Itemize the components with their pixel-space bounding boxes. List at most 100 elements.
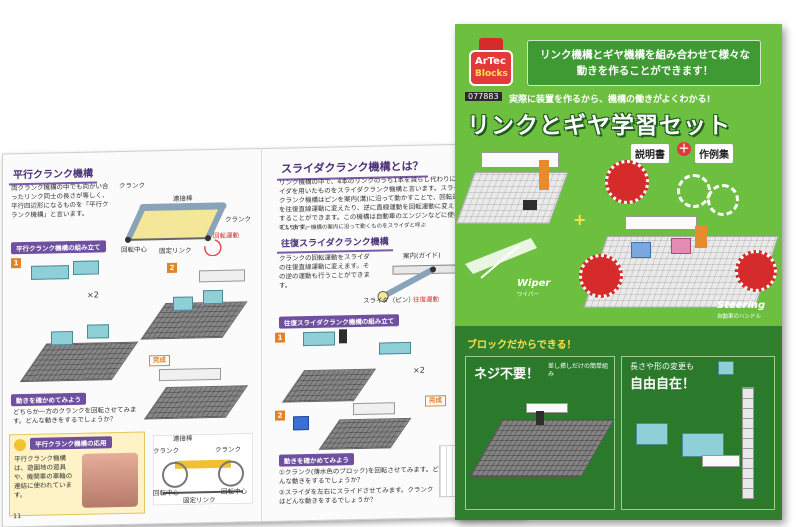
left-page-number: 11 bbox=[13, 512, 22, 521]
right-sub-text: クランクの回転運動をスライダの往復直線運動に変えます。その逆の運動も行うことがで… bbox=[279, 252, 370, 290]
panel2-block-a bbox=[636, 423, 668, 445]
instruction-manual: 平行クランク機構 両クランク機構の中でも向かい合ったリンク同士の長さが等しく、平… bbox=[2, 142, 524, 527]
app-label-center-a: 回転中心 bbox=[153, 488, 179, 498]
link-bar-piece bbox=[199, 269, 245, 283]
base-plate bbox=[143, 385, 249, 420]
panel1-link-bar bbox=[526, 403, 568, 413]
left-done-label: 完成 bbox=[149, 354, 170, 367]
manual-right-page: スライダクランク機構とは？ リンク機構の中で、4本のリンクのうち1本を減らし代わ… bbox=[263, 144, 524, 521]
wiper-orange-block bbox=[539, 160, 549, 190]
block-piece bbox=[31, 265, 69, 280]
amusement-ride-photo bbox=[82, 452, 138, 508]
block-piece bbox=[87, 324, 109, 339]
steering-blue-block bbox=[631, 242, 651, 258]
slider-crank-diagram bbox=[377, 264, 463, 302]
product-code: 077883 bbox=[465, 92, 502, 101]
left-step2-number: 2 bbox=[167, 262, 177, 274]
panel-flexible: 長さや形の変更も 自由自在！ bbox=[621, 356, 775, 510]
right-move-bar: 動きを確かめてみよう bbox=[279, 453, 354, 467]
block-piece bbox=[73, 260, 99, 275]
wiper-sub-label: ワイパー bbox=[517, 292, 539, 298]
right-multiplier: ×2 bbox=[413, 365, 425, 375]
slider-label-guide: 案内(ガイド) bbox=[403, 251, 441, 261]
app-label-center-b: 回転中心 bbox=[221, 487, 247, 496]
app-label-rod: 連接棒 bbox=[173, 434, 193, 443]
product-title: リンクとギヤ学習セット bbox=[467, 113, 731, 139]
bottom-section: ブロックだからできる！ ネジ不要！ 差し挿しだけの簡単組み 長さや形の変更も 自… bbox=[455, 326, 782, 520]
left-move-text: どちらか一方のクランクを回転させてみます。どんな動きをするでしょうか？ bbox=[13, 405, 137, 426]
panel-no-screws: ネジ不要！ 差し挿しだけの簡単組み bbox=[465, 356, 615, 510]
wiper-pin bbox=[523, 200, 537, 210]
left-move-bar: 動きを確かめてみよう bbox=[11, 392, 86, 407]
badge-manual: 説明書 bbox=[631, 144, 669, 163]
app-label-fixed: 固定リンク bbox=[183, 495, 216, 505]
panel2-title-a: 長さや形の変更も bbox=[630, 362, 694, 371]
lightbulb-icon bbox=[14, 438, 26, 452]
slider-label-reciprocating: 往復運動 bbox=[413, 295, 439, 304]
diagram-label-rotation: 回転運動 bbox=[213, 231, 239, 241]
parallel-crank-diagram bbox=[125, 202, 227, 257]
red-gear-top bbox=[605, 160, 649, 204]
manual-left-page: 平行クランク機構 両クランク機構の中でも向かい合ったリンク同士の長さが等しく、平… bbox=[3, 149, 262, 527]
diagram-label-crank-left: クランク bbox=[119, 181, 145, 191]
app-label-crank-b: クランク bbox=[215, 445, 241, 455]
right-step2-number: 2 bbox=[275, 410, 285, 421]
steering-model bbox=[579, 200, 779, 314]
wiper-illustration bbox=[465, 238, 537, 279]
app-label-crank-a: クランク bbox=[153, 446, 179, 456]
diagram-label-center: 回転中心 bbox=[121, 245, 147, 254]
wiper-label: Wiper bbox=[517, 278, 551, 289]
block-piece bbox=[293, 416, 309, 431]
panel2-link-bar bbox=[702, 455, 740, 467]
steering-orange-block bbox=[695, 226, 707, 248]
subline-text: 実際に装置を作るから、機構の働きがよくわかる! bbox=[509, 95, 711, 105]
left-assembly-bar: 平行クランク機構の組み立て bbox=[11, 240, 106, 255]
logo-text-artec: ArTec bbox=[475, 56, 506, 67]
application-diagram bbox=[153, 433, 253, 506]
bottom-banner: ブロックだからできる！ bbox=[467, 340, 577, 351]
block-piece bbox=[173, 296, 193, 311]
steering-link-bar bbox=[625, 216, 697, 230]
application-box: 平行クランク機構の応用 平行クランク機構は、遊園地の遊具や、機関車の車輪の連結に… bbox=[9, 431, 145, 517]
right-step1-number: 1 bbox=[275, 332, 285, 343]
block-piece bbox=[379, 341, 411, 355]
panel1-plate bbox=[469, 419, 615, 477]
red-gear-left bbox=[579, 254, 623, 298]
link-bar-piece bbox=[159, 367, 221, 382]
panel2-title-b: 自由自在！ bbox=[630, 377, 696, 392]
steering-sub-label: 自動車のハンドル bbox=[717, 314, 762, 320]
plus-sign: + bbox=[573, 210, 587, 229]
base-plate bbox=[140, 301, 248, 340]
wiper-base-plate bbox=[455, 172, 569, 224]
right-done-label: 完成 bbox=[425, 395, 446, 407]
red-gear-right bbox=[735, 250, 777, 292]
base-plate bbox=[318, 417, 412, 450]
right-move-text1: ①クランク(薄水色のブロック)を回転させてみます。どんな動きをするでしょうか？ bbox=[279, 465, 439, 486]
diagram-label-crank-right: クランク bbox=[225, 215, 251, 224]
block-piece bbox=[303, 331, 335, 347]
logo-text-blocks: Blocks bbox=[475, 69, 508, 79]
application-bar: 平行クランク機構の応用 bbox=[30, 436, 112, 450]
badge-examples: 作例集 bbox=[695, 144, 733, 163]
panel1-pin bbox=[536, 411, 544, 425]
steering-pink-block bbox=[671, 238, 691, 254]
left-step1-number: 1 bbox=[11, 258, 21, 269]
panel2-tall-bar bbox=[742, 387, 754, 499]
link-bar-piece bbox=[353, 402, 395, 416]
panel2-block-b bbox=[682, 433, 724, 457]
base-plate bbox=[19, 341, 139, 383]
headline-text: リンク機構とギヤ機構を組み合わせて様々な動きを作ることができます！ bbox=[540, 49, 750, 77]
panel1-title: ネジ不要！ bbox=[474, 367, 540, 382]
block-piece bbox=[51, 330, 73, 346]
base-plate bbox=[281, 368, 377, 403]
steering-label: Steering bbox=[717, 300, 766, 311]
diagram-label-rod: 連接棒 bbox=[173, 194, 193, 203]
product-box: ArTec Blocks 077883 リンク機構とギヤ機構を組み合わせて様々な… bbox=[455, 24, 782, 520]
left-intro: 両クランク機構の中でも向かい合ったリンク同士の長さが等しく、平行四辺形になるもの… bbox=[11, 182, 109, 220]
slider-label-pin: スライダ（ピン） bbox=[363, 295, 415, 305]
diagram-label-fixed: 固定リンク bbox=[159, 246, 192, 256]
application-text: 平行クランク機構は、遊園地の遊具や、機関車の車輪の連結に使われています。 bbox=[14, 454, 73, 500]
wiper-model bbox=[455, 142, 569, 236]
right-assembly-bar: 往復スライダクランク機構の組み立て bbox=[279, 314, 400, 329]
block-piece bbox=[203, 289, 223, 305]
